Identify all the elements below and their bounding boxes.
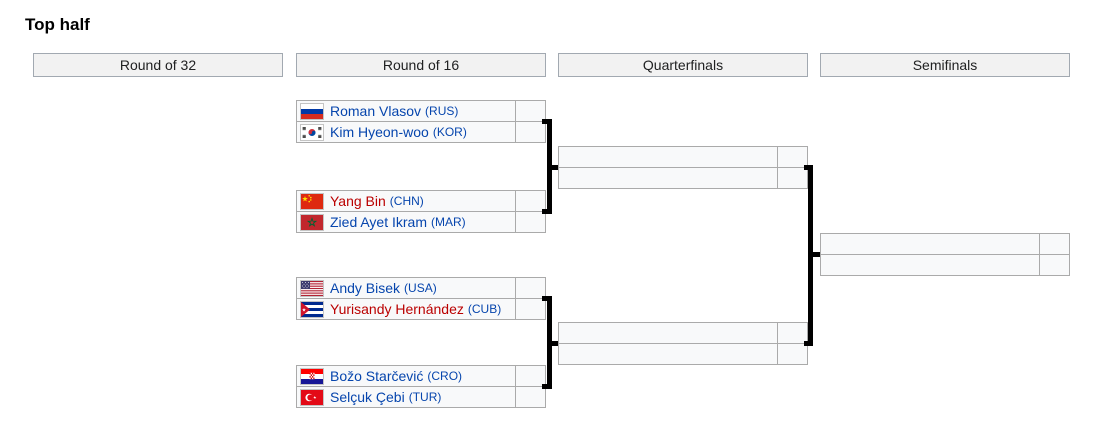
score-cell — [515, 278, 545, 298]
player-cell — [821, 255, 1039, 275]
score-cell — [515, 191, 545, 211]
russia-flag-icon — [300, 102, 324, 120]
player-cell: Roman Vlasov (RUS) — [297, 101, 515, 121]
bracket-connector — [542, 209, 552, 214]
score-cell — [515, 299, 545, 319]
score-cell — [777, 344, 807, 364]
bracket-connector — [542, 384, 552, 389]
croatia-flag-icon — [300, 367, 324, 385]
player-row: Roman Vlasov (RUS) — [296, 100, 546, 122]
country-code-link[interactable]: (CUB) — [467, 302, 502, 316]
round-header-semifinals: Semifinals — [820, 53, 1070, 77]
turkey-flag-icon — [300, 388, 324, 406]
player-cell: Selçuk Çebi (TUR) — [297, 387, 515, 407]
player-name-link[interactable]: Zied Ayet Ikram — [330, 214, 428, 230]
south-korea-flag-icon — [300, 123, 324, 141]
bracket-connector — [552, 165, 558, 170]
bracket-connector — [547, 119, 552, 214]
score-cell — [515, 387, 545, 407]
country-code-link[interactable]: (RUS) — [425, 104, 459, 118]
bracket-connector — [804, 341, 813, 346]
player-cell: Andy Bisek (USA) — [297, 278, 515, 298]
score-cell — [1039, 234, 1069, 254]
player-row — [558, 322, 808, 344]
bracket-connector — [552, 341, 558, 346]
cuba-flag-icon — [300, 300, 324, 318]
country-code-link[interactable]: (TUR) — [408, 390, 442, 404]
player-cell: Yurisandy Hernández (CUB) — [297, 299, 515, 319]
player-cell — [559, 147, 777, 167]
player-cell: Zied Ayet Ikram (MAR) — [297, 212, 515, 232]
score-cell — [515, 101, 545, 121]
score-cell — [777, 147, 807, 167]
player-name-link[interactable]: Andy Bisek — [330, 280, 401, 296]
country-code-link[interactable]: (MAR) — [431, 215, 466, 229]
score-cell — [515, 366, 545, 386]
player-name-link[interactable]: Selçuk Çebi — [330, 389, 405, 405]
country-code-link[interactable]: (CHN) — [389, 194, 424, 208]
player-cell — [559, 168, 777, 188]
score-cell — [777, 323, 807, 343]
round-header-round-of-16: Round of 16 — [296, 53, 546, 77]
score-cell — [777, 168, 807, 188]
player-cell — [821, 234, 1039, 254]
player-name-link[interactable]: Yurisandy Hernández — [330, 301, 464, 317]
player-name-link[interactable]: Božo Starčević — [330, 368, 424, 384]
player-row: Selçuk Çebi (TUR) — [296, 386, 546, 408]
bracket-connector — [547, 296, 552, 389]
player-row: Božo Starčević (CRO) — [296, 365, 546, 387]
united-states-flag-icon — [300, 279, 324, 297]
player-row: Yurisandy Hernández (CUB) — [296, 298, 546, 320]
country-code-link[interactable]: (USA) — [404, 281, 437, 295]
bracket-connector — [813, 252, 820, 257]
player-cell — [559, 344, 777, 364]
morocco-flag-icon — [300, 213, 324, 231]
score-cell — [1039, 255, 1069, 275]
player-name-link[interactable]: Kim Hyeon-woo — [330, 124, 429, 140]
player-row — [558, 146, 808, 168]
player-cell — [559, 323, 777, 343]
player-row — [820, 254, 1070, 276]
player-row: Kim Hyeon-woo (KOR) — [296, 121, 546, 143]
country-code-link[interactable]: (CRO) — [427, 369, 463, 383]
player-cell: Yang Bin (CHN) — [297, 191, 515, 211]
score-cell — [515, 212, 545, 232]
china-flag-icon — [300, 192, 324, 210]
player-cell: Kim Hyeon-woo (KOR) — [297, 122, 515, 142]
player-row: Zied Ayet Ikram (MAR) — [296, 211, 546, 233]
player-name-link[interactable]: Roman Vlasov — [330, 103, 422, 119]
player-row — [558, 343, 808, 365]
page-title: Top half — [25, 15, 90, 34]
player-row — [558, 167, 808, 189]
country-code-link[interactable]: (KOR) — [432, 125, 467, 139]
player-row: Andy Bisek (USA) — [296, 277, 546, 299]
score-cell — [515, 122, 545, 142]
player-row — [820, 233, 1070, 255]
bracket-connector — [808, 165, 813, 346]
round-header-round-of-32: Round of 32 — [33, 53, 283, 77]
player-name-link[interactable]: Yang Bin — [330, 193, 386, 209]
player-row: Yang Bin (CHN) — [296, 190, 546, 212]
player-cell: Božo Starčević (CRO) — [297, 366, 515, 386]
round-header-quarterfinals: Quarterfinals — [558, 53, 808, 77]
